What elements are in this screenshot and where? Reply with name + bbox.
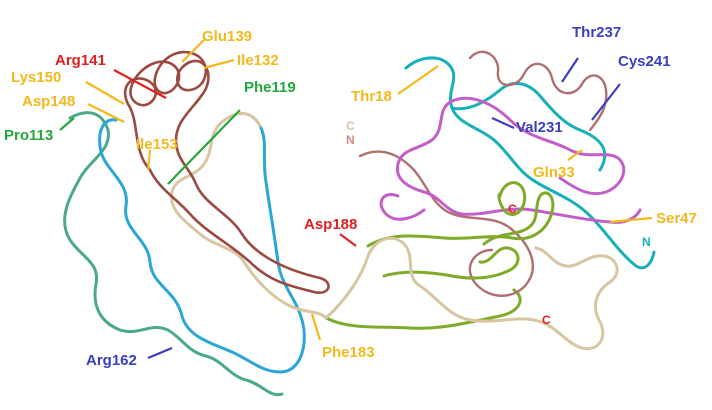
- right-n-terminus: N: [642, 235, 651, 249]
- label-arg141: Arg141: [55, 52, 106, 69]
- label-phe119: Phe119: [244, 79, 296, 96]
- right-domain-cyan-loop: [450, 81, 607, 172]
- left-domain-tan-loop: [169, 112, 328, 320]
- label-arg162: Arg162: [86, 352, 137, 369]
- right-c-terminus-upper: C: [508, 202, 517, 216]
- label-asp188: Asp188: [304, 216, 357, 233]
- left-c-terminus: C: [346, 119, 355, 133]
- label-ile153: Ile153: [136, 136, 178, 153]
- label-ile132: Ile132: [237, 52, 279, 69]
- left-domain-brown-helix: [123, 50, 330, 295]
- right-domain-olive-strand-1: [366, 191, 555, 248]
- right-domain-cyan-strand: [404, 56, 656, 270]
- label-gln33: Gln33: [533, 164, 575, 181]
- label-pro113: Pro113: [4, 127, 53, 144]
- left-n-terminus: N: [346, 133, 355, 147]
- interdomain-linker: [324, 288, 522, 330]
- callout-phe119: [167, 109, 241, 185]
- callout-cys241: [591, 83, 621, 121]
- callout-val231: [491, 116, 515, 130]
- callout-ser47: [609, 216, 653, 224]
- label-cys241: Cys241: [618, 53, 671, 70]
- left-domain: C N: [63, 50, 355, 397]
- callout-ile132: [203, 58, 235, 70]
- callout-thr18: [397, 65, 439, 95]
- callout-thr237: [561, 57, 579, 83]
- callout-gln33: [567, 149, 583, 161]
- callout-asp148: [87, 103, 125, 123]
- label-lys150: Lys150: [11, 69, 61, 86]
- right-domain-tan-loop: [324, 236, 619, 351]
- callout-arg141: [113, 69, 167, 99]
- callout-arg162: [147, 346, 173, 360]
- right-domain-magenta-strand: [395, 100, 642, 224]
- right-c-terminus-lower: C: [542, 313, 551, 327]
- right-domain-olive-loop: [497, 181, 527, 216]
- callout-phe183: [310, 313, 322, 341]
- callout-pro113: [59, 117, 75, 131]
- callout-lys150: [85, 81, 125, 105]
- label-phe183: Phe183: [322, 344, 375, 361]
- label-thr18: Thr18: [351, 88, 392, 105]
- label-glu139: Glu139: [202, 28, 252, 45]
- label-ser47: Ser47: [656, 210, 697, 227]
- label-asp148: Asp148: [22, 93, 75, 110]
- label-thr237: Thr237: [572, 24, 621, 41]
- right-domain: C N C: [324, 50, 656, 351]
- right-domain-mauve-loop-2: [358, 150, 534, 297]
- callout-asp188: [339, 233, 357, 247]
- callout-lines: [59, 39, 653, 360]
- right-domain-mauve-strands: [468, 50, 608, 132]
- right-domain-magenta-loop: [379, 96, 626, 221]
- left-domain-teal-loop: [63, 111, 284, 397]
- callout-glu139: [181, 39, 205, 63]
- callout-ile153: [146, 149, 152, 171]
- residue-labels: Arg141 Glu139 Ile132 Lys150 Asp148 Pro11…: [4, 24, 697, 369]
- left-domain-blue-strand: [98, 118, 306, 374]
- label-val231: Val231: [516, 119, 563, 136]
- right-domain-olive-strand-2: [382, 246, 520, 280]
